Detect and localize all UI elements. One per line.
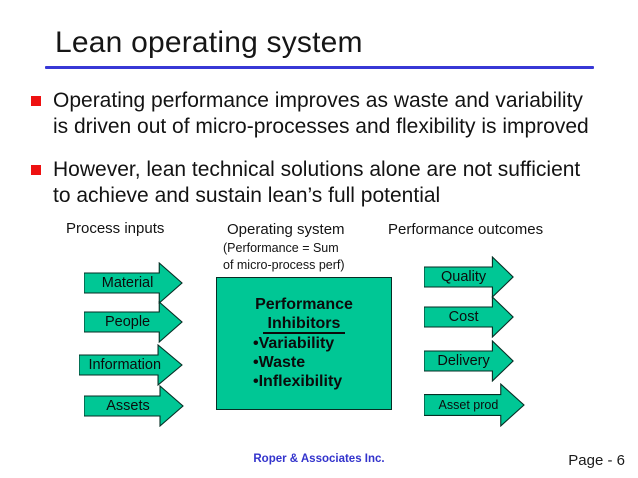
right-arrow-icon [79,344,183,386]
input-arrow-label: Assets [106,398,150,414]
inhibitor-item: •Variability [253,334,335,352]
slide-title: Lean operating system [55,26,363,59]
bullet-text: Operating performance improves as waste … [53,88,589,140]
bullet-line: However, lean technical solutions alone … [53,158,581,181]
outcome-arrow-quality: Quality [424,256,514,298]
operating-system-note: (Performance = Sum of micro-process perf… [223,240,345,274]
bullet-text: However, lean technical solutions alone … [53,157,580,209]
input-arrow-assets: Assets [84,385,184,427]
bullet-list: Operating performance improves as waste … [31,88,616,226]
column-header-performance-outcomes: Performance outcomes [388,221,544,238]
inhibitors-title-line-underlined: Inhibitors [217,314,391,335]
inhibitor-item: •Waste [253,353,306,371]
column-header-operating-system: Operating system [227,221,345,238]
bullet-square-icon [31,165,41,175]
input-arrow-label: Material [101,275,154,291]
right-arrow-icon [424,340,514,382]
inhibitors-title-text: Inhibitors [262,315,346,335]
footer-company: Roper & Associates Inc. [253,453,385,465]
bullet-line: Operating performance improves as waste … [53,89,583,112]
footer-page-number: Page - 6 [568,452,625,469]
operating-system-note-line: (Performance = Sum [223,241,339,255]
input-arrow-label: Information [88,357,162,373]
right-arrow-icon [424,296,514,338]
right-arrow-icon [84,385,184,427]
right-arrow-icon [84,301,183,343]
inhibitor-item: •Inflexibility [253,373,343,391]
inhibitors-title-line: Performance [255,296,353,313]
right-arrow-icon [424,256,514,298]
outcome-arrow-delivery: Delivery [424,340,514,382]
title-underline-rule [45,66,594,69]
performance-inhibitors-box: Performance Inhibitors •Variability •Was… [216,277,392,410]
right-arrow-icon [84,262,183,304]
bullet-line: to achieve and sustain lean’s full poten… [53,184,441,207]
input-arrow-information: Information [79,344,183,386]
input-arrow-people: People [84,301,183,343]
bullet-square-icon [31,96,41,106]
bullet-item: However, lean technical solutions alone … [31,157,616,209]
column-header-process-inputs: Process inputs [66,220,165,237]
input-arrow-label: People [104,314,151,330]
outcome-arrow-label: Delivery [437,353,490,369]
outcome-arrow-asset-prod: Asset prod [424,383,525,427]
operating-system-note-line: of micro-process perf) [223,258,345,272]
outcome-arrow-label: Quality [441,269,487,285]
right-arrow-icon [424,383,525,427]
bullet-line: is driven out of micro-processes and fle… [53,115,589,138]
outcome-arrow-label: Asset prod [438,398,499,412]
outcome-arrow-label: Cost [448,309,479,325]
outcome-arrow-cost: Cost [424,296,514,338]
input-arrow-material: Material [84,262,183,304]
bullet-item: Operating performance improves as waste … [31,88,616,140]
